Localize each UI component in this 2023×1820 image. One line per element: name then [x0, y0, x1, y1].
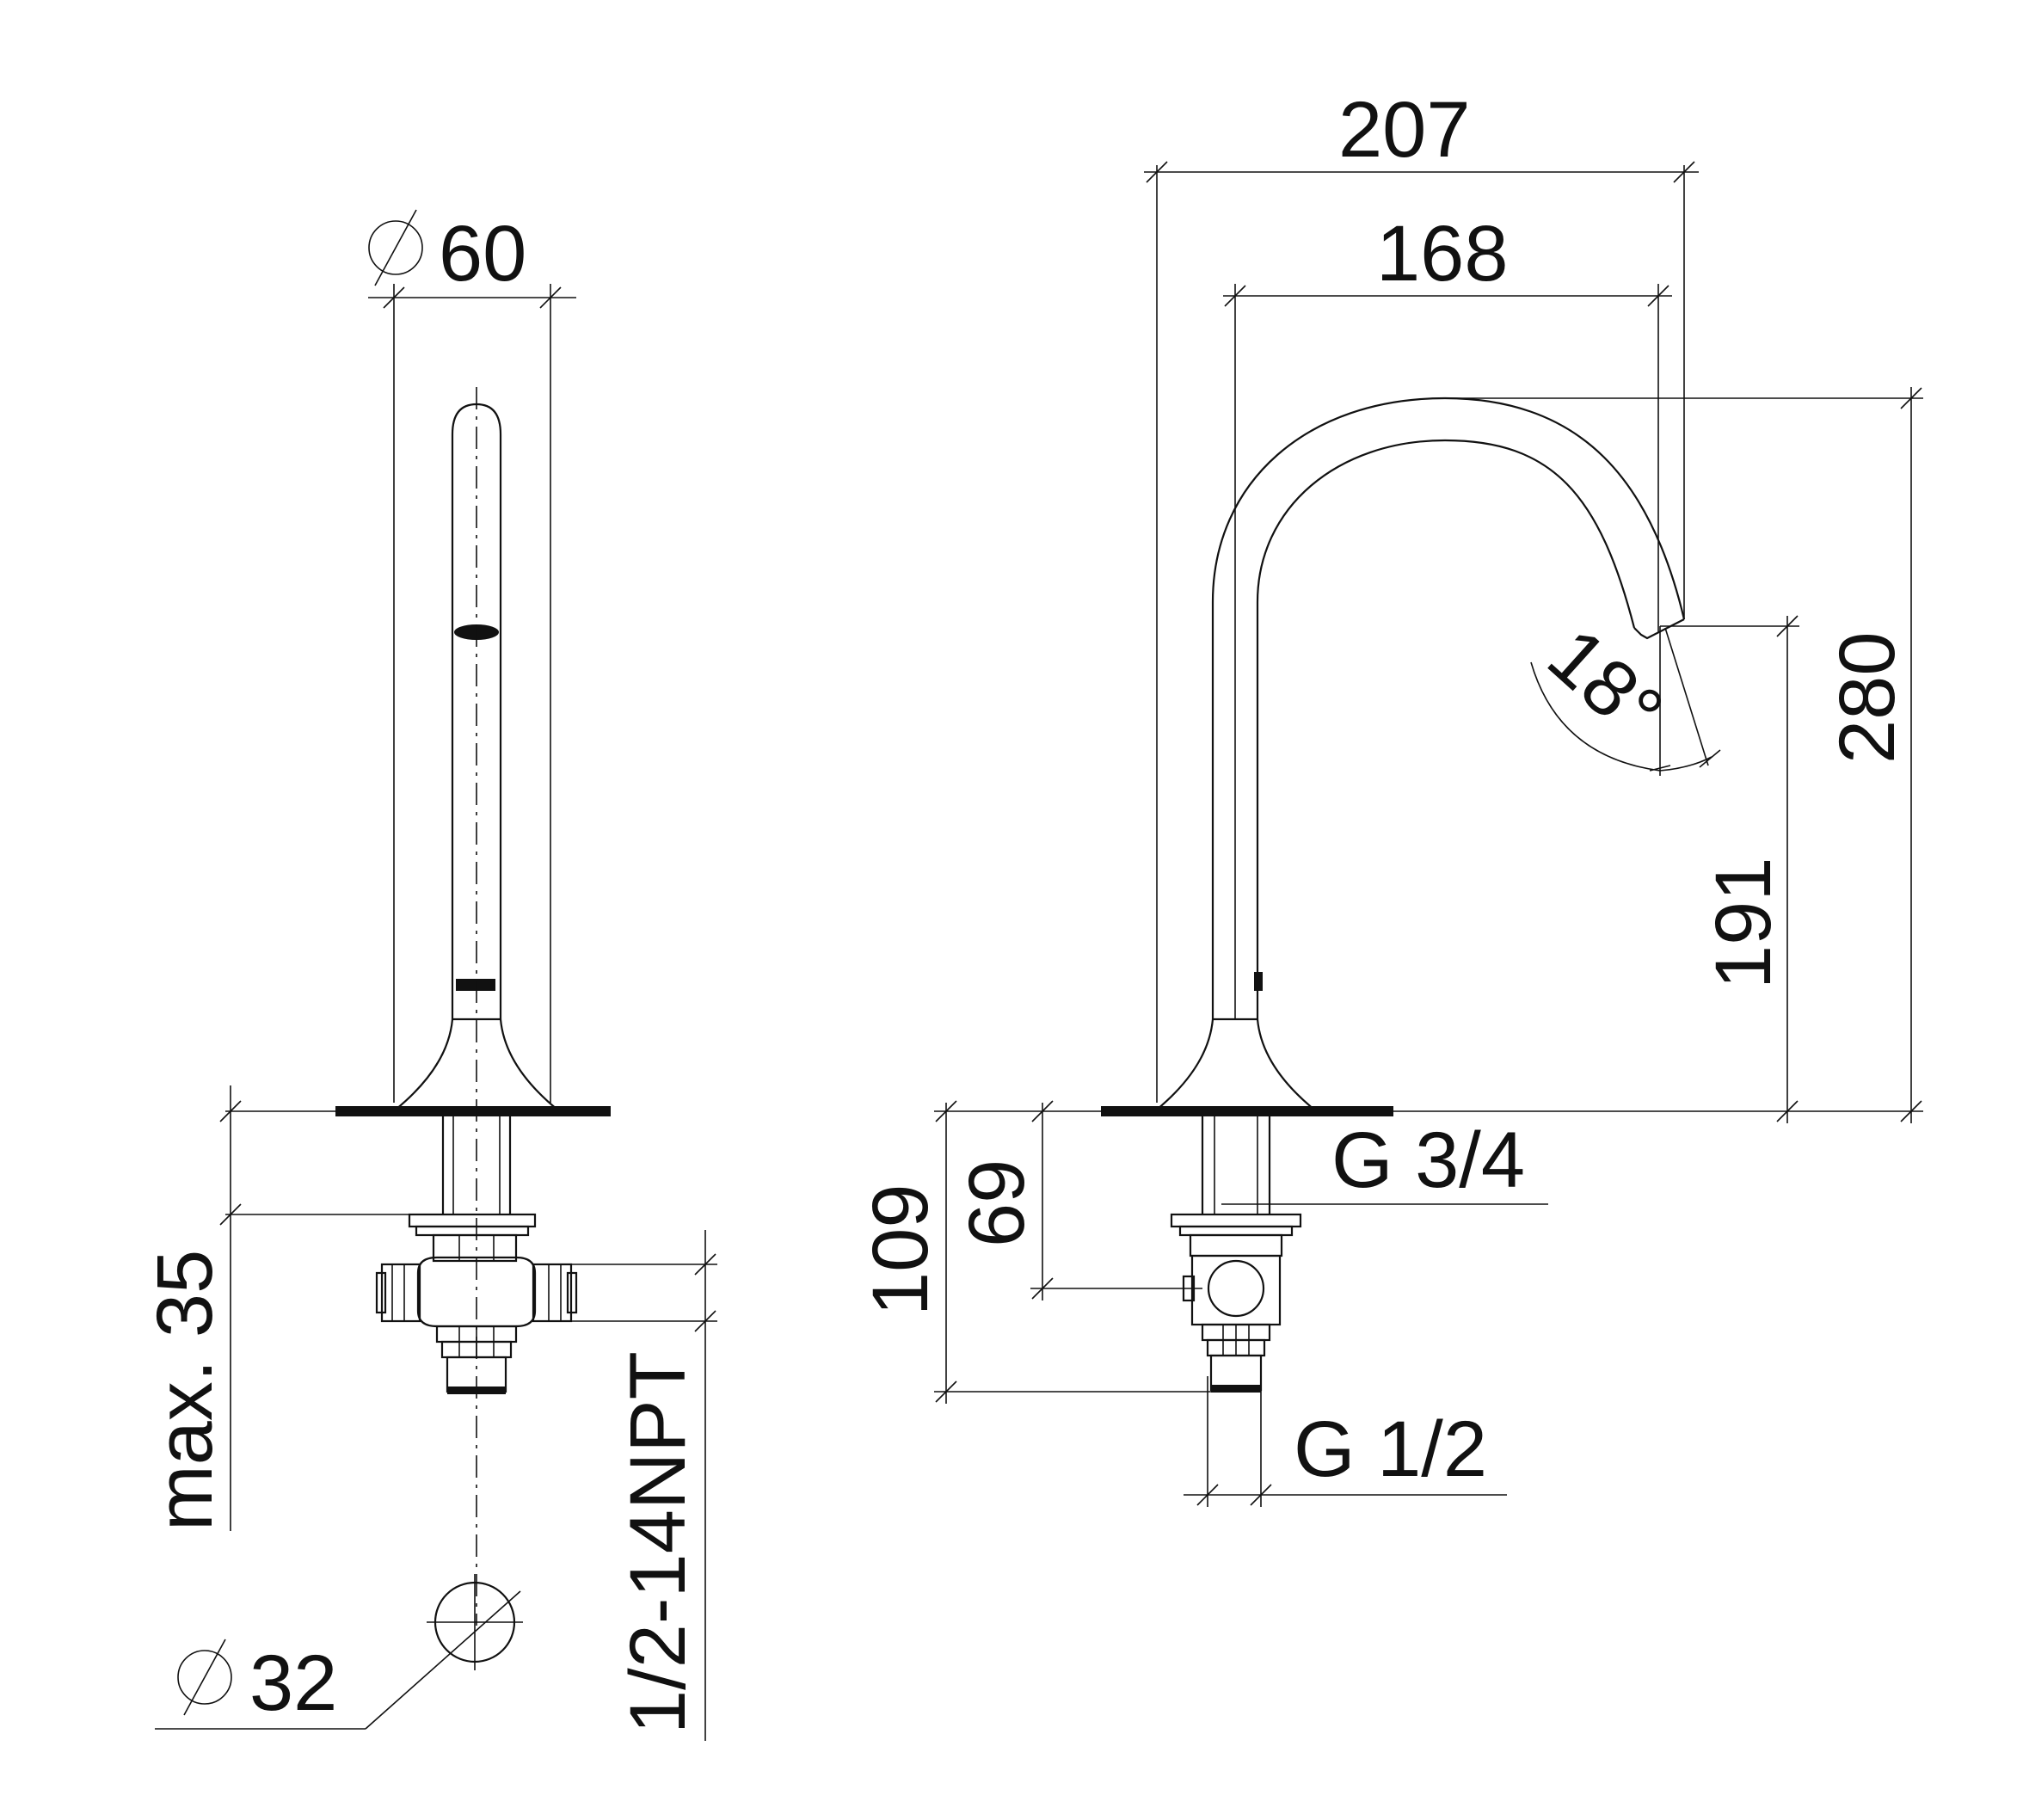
dim-depth-69: 69 [953, 1100, 1202, 1300]
dim-angle-18: 18° [1530, 612, 1721, 776]
front-view: 60 max. 35 1/2-14NPT 32 [141, 209, 717, 1741]
side-view: 207 168 280 191 [857, 86, 1923, 1507]
side-spout-body [1101, 397, 1686, 1116]
side-connection-g12-label: G 1/2 [1294, 1405, 1487, 1493]
front-spout-body [335, 403, 611, 1116]
dim-diameter-32: 32 [155, 1590, 521, 1730]
dim-diameter-60: 60 [368, 209, 576, 1103]
dim-depth-109: 109 [857, 1100, 1213, 1404]
side-width-207-label: 207 [1338, 86, 1471, 174]
dim-width-207: 207 [1144, 86, 1699, 1103]
dim-connection-g34: G 3/4 [1221, 1116, 1548, 1205]
side-depth-109-label: 109 [857, 1184, 944, 1317]
dim-max-35: max. 35 [141, 1085, 447, 1531]
side-reach-168-label: 168 [1376, 210, 1509, 298]
side-valve-assembly [1170, 1116, 1302, 1393]
side-depth-69-label: 69 [953, 1159, 1041, 1247]
side-spout-height-191-label: 191 [1700, 858, 1787, 990]
front-mounting-hole [427, 1574, 523, 1670]
front-diameter-32-label: 32 [249, 1639, 337, 1727]
front-diameter-60-label: 60 [439, 210, 526, 298]
dim-reach-168: 168 [1223, 210, 1672, 1019]
front-max-35-label: max. 35 [141, 1250, 229, 1531]
dim-thread-npt: 1/2-14NPT [571, 1230, 717, 1741]
dim-connection-g12: G 1/2 [1184, 1376, 1507, 1507]
dim-height-280: 280 [1390, 387, 1923, 1123]
side-connection-g34-label: G 3/4 [1331, 1116, 1525, 1204]
dim-spout-height-191: 191 [1660, 615, 1799, 1123]
front-thread-label: 1/2-14NPT [614, 1351, 702, 1734]
side-height-280-label: 280 [1823, 632, 1911, 765]
front-valve-assembly [375, 1116, 578, 1394]
